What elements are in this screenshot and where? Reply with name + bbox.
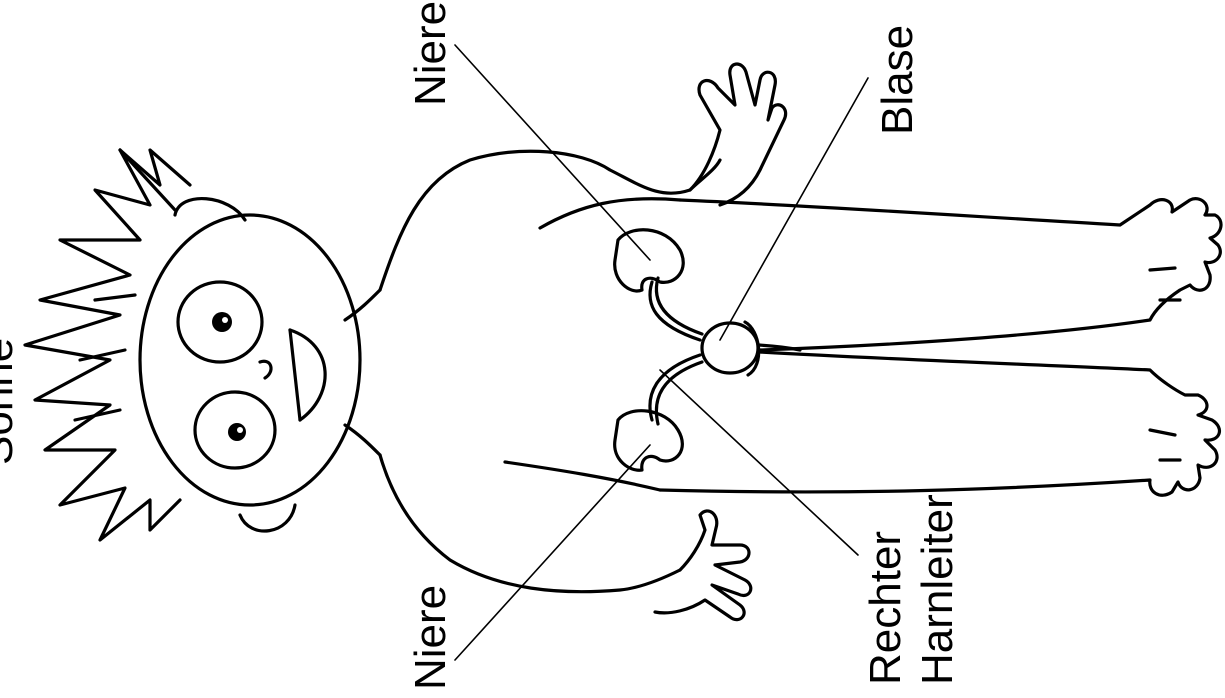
nose-icon bbox=[260, 361, 271, 378]
label-ureter-line1: Rechter bbox=[861, 531, 910, 685]
arm-icon bbox=[655, 511, 751, 620]
leg-icon bbox=[660, 352, 1219, 495]
kidney-icon bbox=[615, 230, 684, 291]
pupil-icon bbox=[228, 423, 246, 441]
label-ureter-line2: Harnleiter bbox=[913, 494, 962, 685]
leader-line-kidney-top bbox=[455, 45, 650, 260]
labels: Sohne Niere Blase Niere Rechter Harnleit… bbox=[0, 1, 962, 690]
torso-outline bbox=[380, 151, 720, 290]
label-kidney-bottom: Niere bbox=[406, 585, 455, 690]
leader-line-kidney-bottom bbox=[455, 445, 650, 660]
label-partial-top: Sohne bbox=[0, 338, 22, 465]
leader-lines bbox=[455, 45, 868, 660]
hair-icon bbox=[25, 150, 180, 540]
bladder-icon bbox=[702, 323, 758, 373]
kidney-icon bbox=[615, 411, 683, 471]
head-icon bbox=[140, 215, 360, 505]
label-bladder: Blase bbox=[873, 25, 922, 135]
label-kidney-top: Niere bbox=[406, 1, 455, 106]
boy-figure-icon bbox=[25, 64, 1221, 620]
pupil-icon bbox=[212, 312, 232, 332]
leader-line-ureter bbox=[660, 370, 858, 555]
ear-icon bbox=[240, 505, 295, 531]
leg-icon bbox=[680, 199, 1221, 350]
arm-icon bbox=[690, 64, 786, 205]
ureter-icon bbox=[656, 278, 702, 334]
